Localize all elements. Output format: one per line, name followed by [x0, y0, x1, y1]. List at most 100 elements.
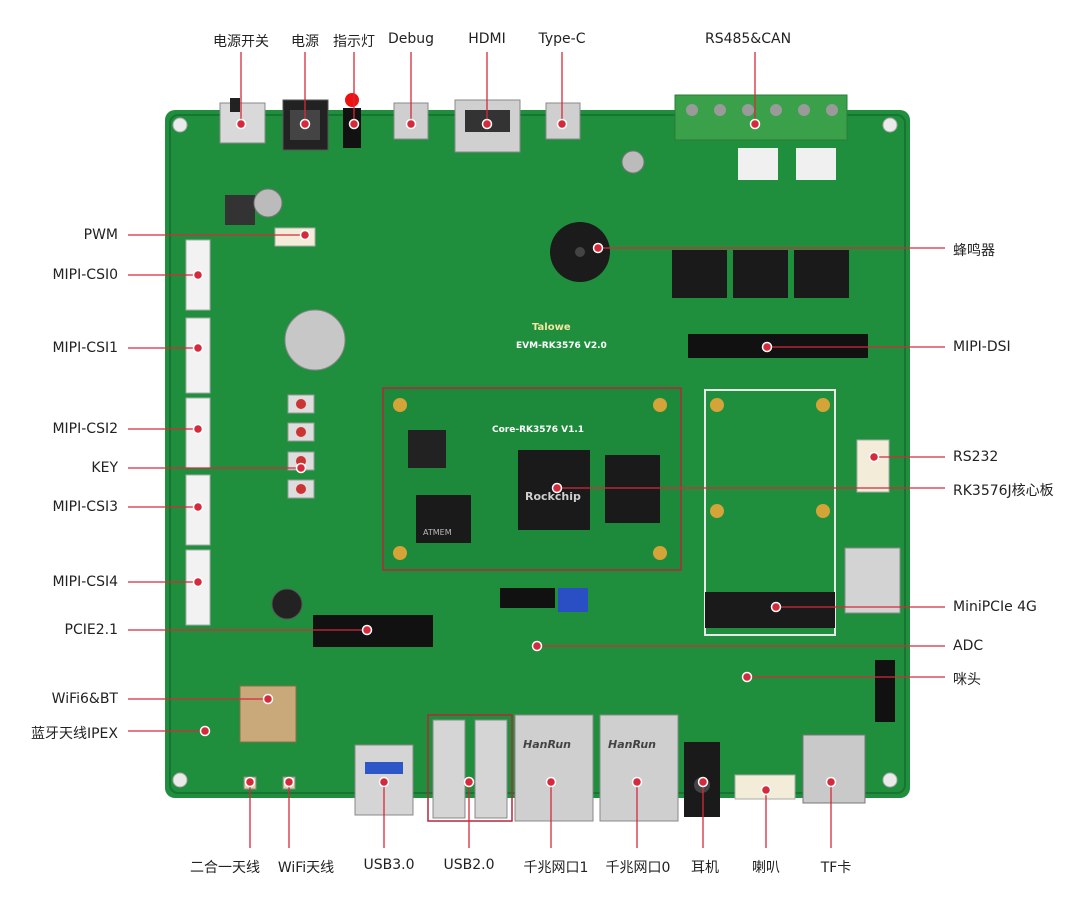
- label-tf-card: TF卡: [820, 860, 852, 876]
- label-pwm: PWM: [83, 227, 118, 243]
- label-mipi-dsi: MIPI-DSI: [953, 339, 1011, 355]
- label-bt-ipex: 蓝牙天线IPEX: [30, 726, 118, 742]
- rj45-1-brand: HanRun: [523, 738, 571, 751]
- mounting-hole: [172, 772, 188, 788]
- electrolytic-cap: [253, 188, 283, 218]
- terminal-screws: [686, 104, 838, 116]
- dot-core-board: [551, 482, 563, 494]
- key-buttons: [287, 394, 315, 499]
- usb2-port-b: [474, 719, 508, 819]
- dot-speaker: [760, 784, 772, 796]
- power-switch-slider: [230, 98, 240, 112]
- dot-buzzer: [592, 242, 604, 254]
- rj45-1: [514, 714, 594, 822]
- small-cap: [621, 150, 645, 174]
- label-type-c: Type-C: [538, 31, 586, 47]
- usb3-mouth: [365, 762, 403, 774]
- label-mipi-csi4: MIPI-CSI4: [52, 574, 118, 590]
- label-hdmi: HDMI: [468, 31, 506, 47]
- dot-wifi-antenna: [283, 776, 295, 788]
- leader-lines: [128, 52, 945, 848]
- dot-adc: [531, 640, 543, 652]
- rtc-battery: [284, 309, 346, 371]
- label-key: KEY: [91, 460, 118, 476]
- label-pcie: PCIE2.1: [64, 622, 118, 638]
- usb2-port-a: [432, 719, 466, 819]
- dot-mipi-csi3: [192, 501, 204, 513]
- dot-indicator-led: [348, 118, 360, 130]
- label-power: 电源: [291, 34, 319, 50]
- terminal-block: [674, 94, 848, 141]
- dot-hdmi: [481, 118, 493, 130]
- dot-mipi-csi2: [192, 423, 204, 435]
- label-earphone: 耳机: [691, 860, 719, 876]
- dot-gbe1: [545, 776, 557, 788]
- dot-debug: [405, 118, 417, 130]
- silk-brand: Talowe: [532, 322, 571, 333]
- rj45-0-brand: HanRun: [608, 738, 656, 751]
- dot-pcie: [361, 624, 373, 636]
- potentiometer: [558, 588, 588, 612]
- dot-combo-antenna: [244, 776, 256, 788]
- label-buzzer: 蜂鸣器: [953, 243, 995, 259]
- pmic-chip: [408, 430, 446, 468]
- rs232-connector: [856, 439, 890, 493]
- dot-mipi-csi4: [192, 576, 204, 588]
- dot-gbe0: [631, 776, 643, 788]
- rj45-0: [599, 714, 679, 822]
- mounting-hole: [882, 772, 898, 788]
- label-gbe0: 千兆网口0: [605, 860, 671, 876]
- mipi-dsi-header: [688, 334, 868, 358]
- adc-header: [500, 588, 555, 608]
- label-combo-antenna: 二合一天线: [190, 860, 260, 876]
- minipcie-slot-area: [704, 389, 836, 636]
- label-rs485-can: RS485&CAN: [704, 31, 792, 47]
- minipcie-connector: [705, 592, 835, 628]
- label-speaker: 喇叭: [752, 860, 780, 876]
- dot-earphone: [697, 776, 709, 788]
- dot-mipi-csi0: [192, 269, 204, 281]
- silk-model: EVM-RK3576 V2.0: [516, 341, 607, 351]
- label-mic: 咪头: [953, 672, 981, 688]
- mem-brand: ATMEM: [423, 528, 452, 537]
- label-adc: ADC: [953, 638, 984, 654]
- dot-minipcie: [770, 601, 782, 613]
- label-core-board: RK3576J核心板: [953, 483, 1054, 499]
- cap-100uf: [271, 588, 303, 620]
- emmc-chip: [416, 495, 471, 543]
- label-usb2: USB2.0: [443, 857, 495, 873]
- dot-usb3: [378, 776, 390, 788]
- core-board-mount-holes: [393, 398, 667, 560]
- label-debug: Debug: [387, 31, 435, 47]
- dot-usb2: [463, 776, 475, 788]
- dot-power: [299, 118, 311, 130]
- sim-slot: [844, 547, 901, 614]
- label-wifi-antenna: WiFi天线: [277, 860, 335, 876]
- dot-mipi-dsi: [761, 341, 773, 353]
- inductor: [225, 195, 255, 225]
- dot-tf-card: [825, 776, 837, 788]
- pcie-slot: [313, 615, 433, 647]
- can-chip-b: [796, 148, 836, 180]
- usb2-highlight: [427, 714, 513, 822]
- mounting-hole: [172, 117, 188, 133]
- dot-mic: [741, 671, 753, 683]
- dot-mipi-csi1: [192, 342, 204, 354]
- dot-pwm: [299, 229, 311, 241]
- label-mipi-csi2: MIPI-CSI2: [52, 421, 118, 437]
- label-minipcie: MiniPCIe 4G: [953, 599, 1037, 615]
- label-mipi-csi3: MIPI-CSI3: [52, 499, 118, 515]
- buzzer-hole: [575, 247, 585, 257]
- led-cap: [345, 93, 359, 107]
- tf-slot: [802, 734, 866, 804]
- mic-header: [875, 660, 895, 722]
- dot-bt-ipex: [199, 725, 211, 737]
- dot-key: [295, 462, 307, 474]
- ram-chip: [605, 455, 660, 523]
- dot-power-switch: [235, 118, 247, 130]
- dot-type-c: [556, 118, 568, 130]
- core-board-silk: Core-RK3576 V1.1: [492, 425, 584, 435]
- label-mipi-csi1: MIPI-CSI1: [52, 340, 118, 356]
- dot-rs232: [868, 451, 880, 463]
